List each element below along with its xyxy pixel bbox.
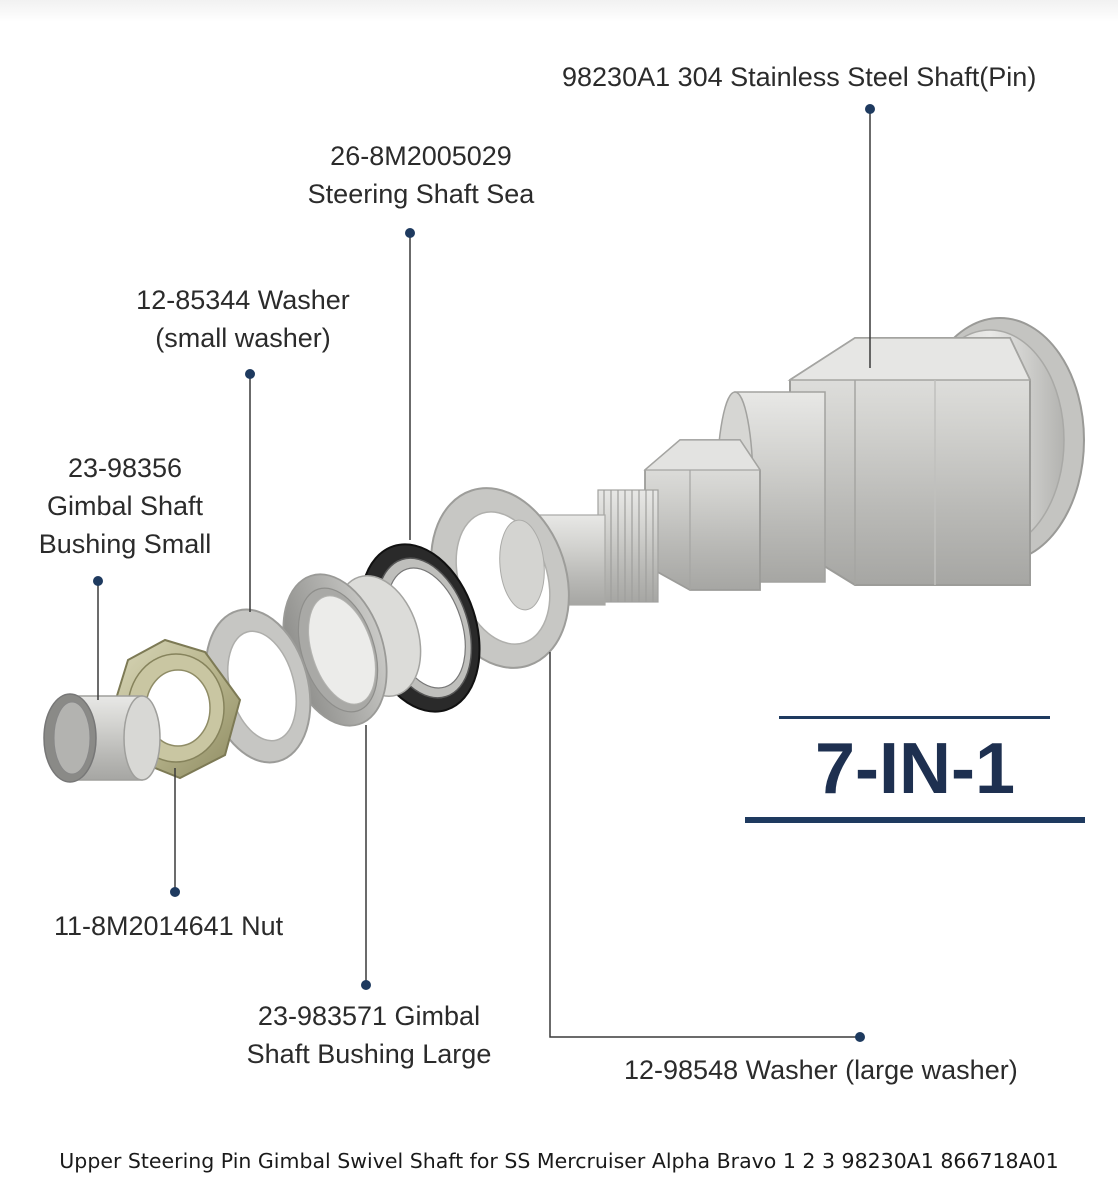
label-nut: 11-8M2014641 Nut — [54, 907, 283, 945]
label-large-washer: 12-98548 Washer (large washer) — [624, 1051, 1018, 1089]
top-fade-strip — [0, 0, 1118, 22]
dot-shaft-seal — [405, 228, 415, 238]
label-bushing-small: 23-98356 Gimbal Shaft Bushing Small — [25, 449, 225, 563]
bushing-small — [43, 693, 161, 783]
label-small-washer-line1: 12-85344 Washer — [136, 285, 350, 315]
label-bushing-large-line2: Shaft Bushing Large — [246, 1039, 492, 1069]
dot-small-washer — [245, 369, 255, 379]
label-shaft-pin-text: 98230A1 304 Stainless Steel Shaft(Pin) — [562, 62, 1037, 92]
product-caption: Upper Steering Pin Gimbal Swivel Shaft f… — [59, 1149, 1059, 1173]
shaft-pin — [492, 317, 1085, 606]
label-bushing-small-line2: Gimbal Shaft — [46, 491, 204, 521]
leader-dots — [93, 104, 875, 1042]
label-bushing-small-line3: Bushing Small — [38, 529, 212, 559]
leader-large-washer — [549, 652, 860, 1038]
label-nut-text: 11-8M2014641 Nut — [54, 911, 284, 941]
dot-nut — [170, 887, 180, 897]
label-bushing-large-line1: 23-983571 Gimbal — [257, 1001, 481, 1031]
badge-top-rule — [779, 716, 1050, 719]
dot-bushing-large — [361, 980, 371, 990]
label-shaft-pin: 98230A1 304 Stainless Steel Shaft(Pin) — [562, 58, 1036, 96]
bushing-large — [282, 573, 422, 727]
label-small-washer: 12-85344 Washer (small washer) — [118, 281, 368, 357]
label-shaft-seal-line1: 26-8M2005029 — [330, 141, 512, 171]
label-small-washer-line2: (small washer) — [155, 323, 331, 353]
label-bushing-large: 23-983571 Gimbal Shaft Bushing Large — [228, 997, 510, 1073]
seven-in-one-badge: 7-IN-1 — [745, 716, 1085, 824]
leader-lines — [97, 110, 871, 1038]
label-shaft-seal: 26-8M2005029 Steering Shaft Sea — [290, 137, 552, 213]
label-large-washer-text: 12-98548 Washer (large washer) — [624, 1055, 1018, 1085]
badge-bottom-rule — [745, 817, 1085, 823]
dot-shaft-pin — [865, 104, 875, 114]
label-shaft-seal-line2: Steering Shaft Sea — [307, 179, 535, 209]
label-bushing-small-line1: 23-98356 — [67, 453, 183, 483]
dot-bushing-small — [93, 576, 103, 586]
dot-large-washer — [855, 1032, 865, 1042]
exploded-parts-diagram — [43, 104, 1085, 1042]
badge-text: 7-IN-1 — [814, 729, 1016, 809]
